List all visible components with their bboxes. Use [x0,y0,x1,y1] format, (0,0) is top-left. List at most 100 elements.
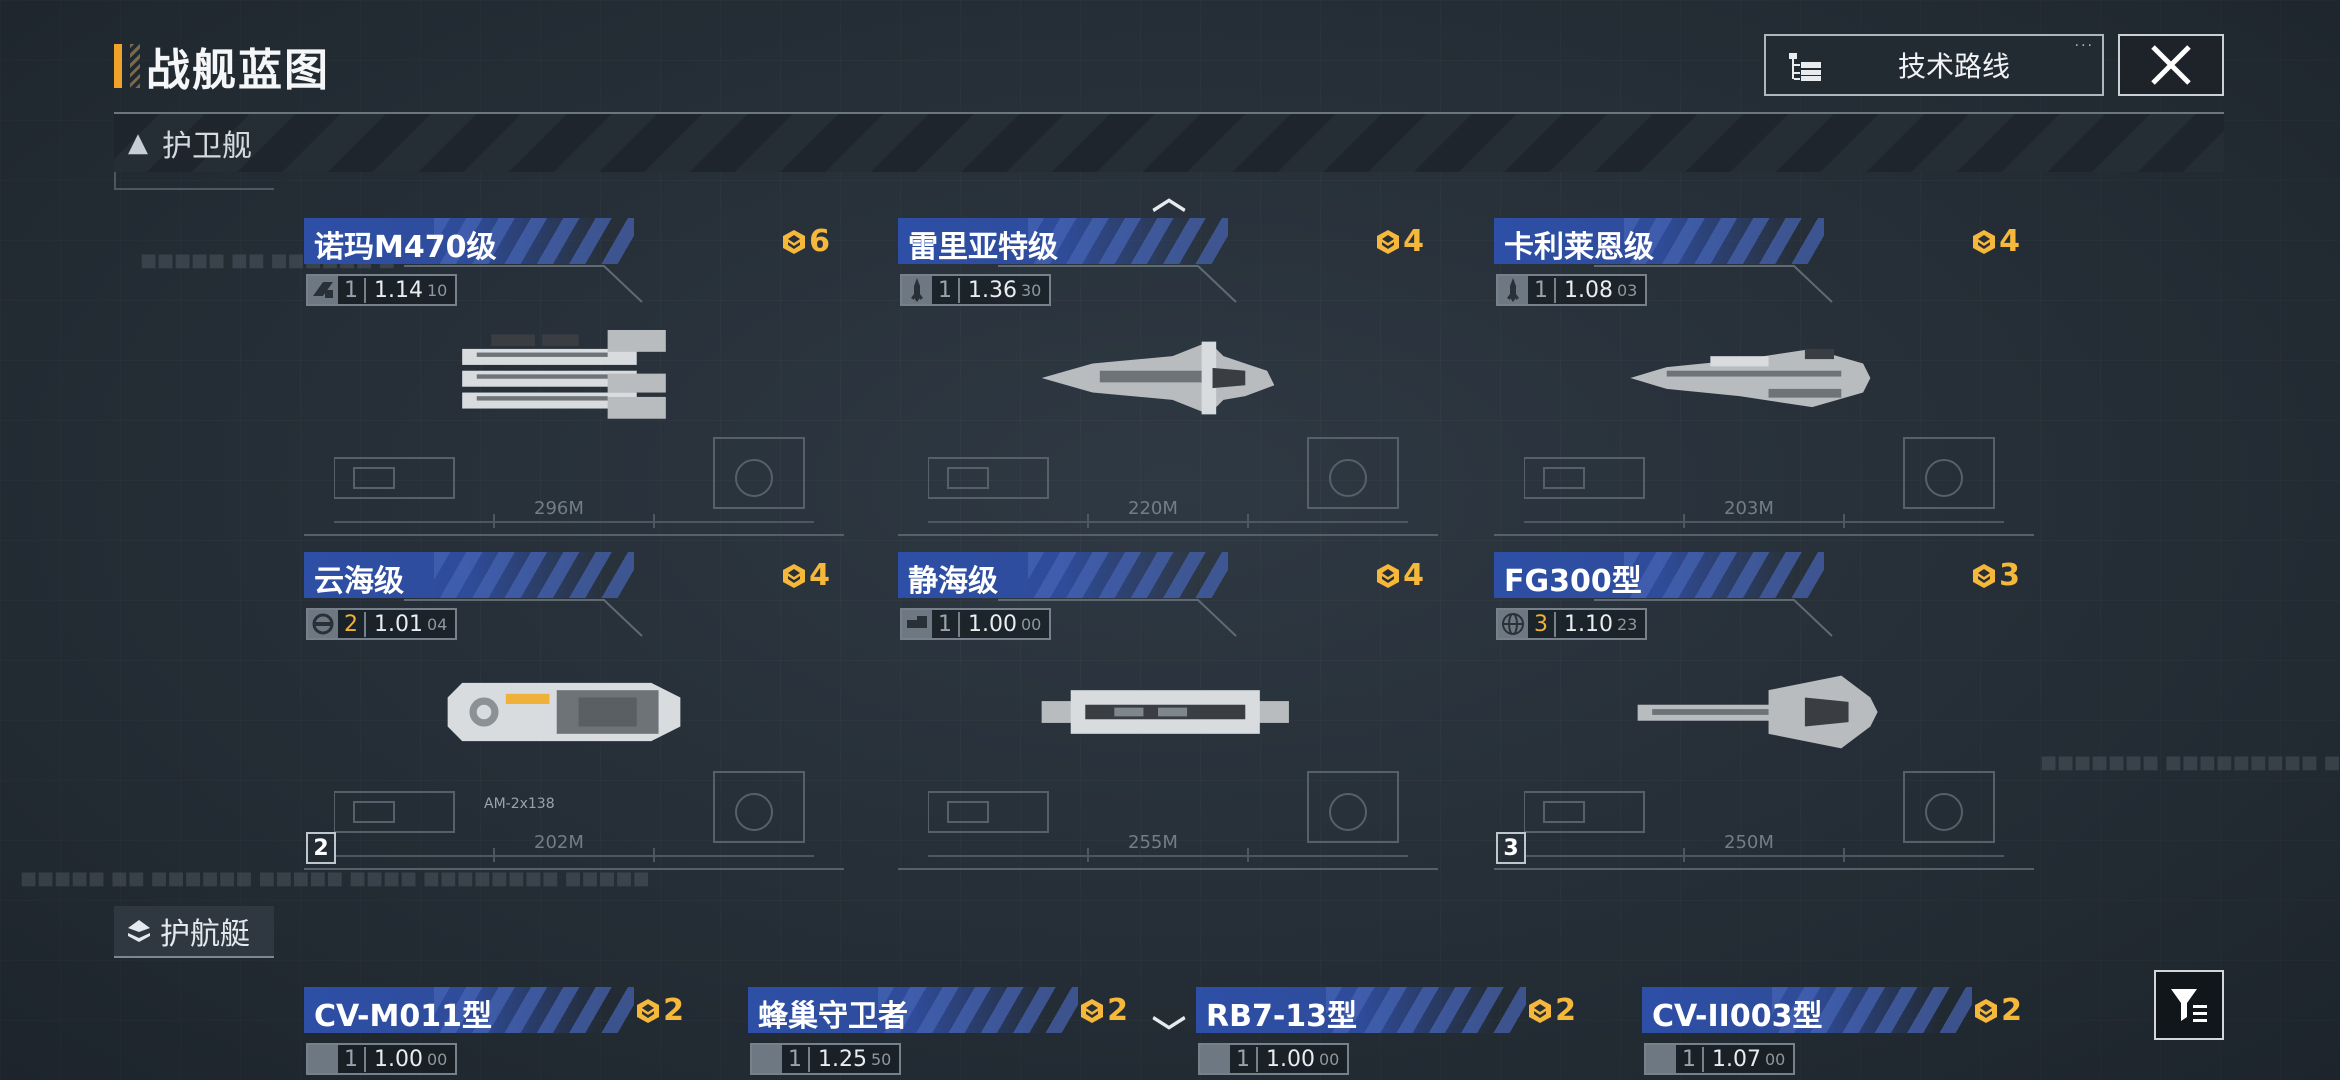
section-label: 护卫舰 [162,129,252,164]
cost-hex-icon [1975,998,1998,1023]
tech-route-label: 技术路线 [1897,50,2010,83]
ship-name-plate [1494,552,1824,598]
corner-dots: ··· [2074,38,2094,54]
ship-length: 255M [1128,832,1178,853]
stat-main: 1.25 [818,1046,867,1072]
cost-value: 2 [2001,993,2022,1028]
ship-card[interactable]: 诺玛M470级 6 1 1.14 10 296M [304,218,844,538]
section-tab-escort[interactable]: 护航艇 [114,906,274,958]
blueprint-lines [928,437,1408,528]
cost-hex-icon [637,998,660,1023]
stat-sub: 10 [426,280,448,300]
ship-tier: 1 [1676,1046,1704,1072]
cost-hex-icon [783,229,806,254]
filter-icon [2171,989,2207,1022]
weapon-callout: AM-2x138 [484,796,555,812]
ship-image [462,330,666,419]
ship-name-plate [1196,987,1526,1033]
ship-stats: 1 1.08 03 [1496,274,1648,306]
escort-class-icon [128,920,150,942]
ship-card[interactable]: 蜂巢守卫者 2 1 1.25 50 [748,987,1128,1080]
ship-type-icon [752,1045,782,1073]
stat-main: 1.10 [1564,611,1613,637]
stat-sub: 00 [1318,1049,1340,1069]
ship-name: RB7-13型 [1206,999,1358,1034]
title-accent [114,44,122,88]
ship-name-plate [1494,218,1824,264]
ship-cost: 4 [781,558,830,593]
ship-tier: 1 [1230,1046,1258,1072]
tech-route-button[interactable]: 技术路线 ··· [1764,34,2104,96]
stat-sub: 00 [1020,614,1042,634]
ship-name-plate [748,987,1078,1033]
ship-image [1630,348,1871,408]
scroll-up-chevron-icon[interactable]: ︿ [1152,178,1186,218]
ship-name-plate [304,218,634,264]
ship-name: 诺玛M470级 [314,230,497,265]
card-baseline [1494,534,2034,536]
leader-line [404,599,643,637]
ship-card[interactable]: CV-II003型 2 1 1.07 00 [1642,987,2022,1080]
ship-image [1041,690,1289,734]
ship-name: CV-II003型 [1652,999,1823,1034]
ship-stats: 1 1.25 50 [750,1043,902,1075]
ship-card[interactable]: 云海级 4 2 1.01 04 202M 2 AM-2x138 [304,552,844,872]
tech-tree-icon [1789,53,1821,81]
stat-main: 1.01 [374,611,423,637]
blueprint-lines [334,437,814,528]
ship-tier: 1 [932,611,960,637]
section-header-frigate[interactable]: ▲ 护卫舰 [114,112,2224,172]
background-decoration: ■■■■■ ■■ ■■■■■■ ■■■■■ ■■■■ ■■■■■■■■ ■■■■… [20,868,650,889]
leader-line [998,599,1237,637]
ship-name-plate [304,987,634,1033]
support-icon [308,610,338,638]
ship-stats: 1 1.00 00 [1198,1043,1350,1075]
cost-hex-icon [783,563,806,588]
ship-card[interactable]: RB7-13型 2 1 1.00 00 [1196,987,1576,1080]
filter-button[interactable] [2154,970,2224,1040]
ship-stats: 2 1.01 04 [306,608,458,640]
blueprint-lines [928,771,1408,862]
shield-icon [1498,610,1528,638]
cost-hex-icon [1377,229,1400,254]
ship-name: CV-M011型 [314,999,492,1034]
stat-sub: 00 [1764,1049,1786,1069]
cost-value: 4 [1403,224,1424,259]
cost-hex-icon [1529,998,1552,1023]
ship-cost: 4 [1375,558,1424,593]
stat-sub: 23 [1616,614,1638,634]
close-icon [2151,45,2191,85]
cost-hex-icon [1973,229,1996,254]
stat-sub: 50 [870,1049,892,1069]
ship-length: 296M [534,498,584,519]
title-accent-stripes [130,44,140,88]
scroll-down-chevron-icon[interactable]: ﹀ [1152,1014,1186,1054]
ship-tier: 1 [338,1046,366,1072]
ship-stats: 1 1.00 00 [900,608,1052,640]
ship-card[interactable]: 静海级 4 1 1.00 00 255M [898,552,1438,872]
ship-cost: 2 [1079,993,1128,1028]
ship-cost: 4 [1375,224,1424,259]
ship-card[interactable]: 卡利莱恩级 4 1 1.08 03 203M [1494,218,2034,538]
close-button[interactable] [2118,34,2224,96]
ship-tier: 1 [338,277,366,303]
ship-card[interactable]: CV-M011型 2 1 1.00 00 [304,987,684,1080]
ship-name: 静海级 [908,564,998,599]
missile-icon [1498,276,1528,304]
stat-main: 1.00 [968,611,1017,637]
ship-length: 202M [534,832,584,853]
ship-name: FG300型 [1504,564,1642,599]
cost-value: 4 [809,558,830,593]
stat-sub: 30 [1020,280,1042,300]
ship-card[interactable]: 雷里亚特级 4 1 1.36 30 220M [898,218,1438,538]
ship-name: 云海级 [314,564,404,599]
attack-icon [308,276,338,304]
ship-tier: 1 [782,1046,810,1072]
ship-stats: 1 1.36 30 [900,274,1052,306]
ship-name: 蜂巢守卫者 [758,999,908,1034]
ship-name: 雷里亚特级 [908,230,1058,265]
ship-cost: 2 [1527,993,1576,1028]
ship-name-plate [898,552,1228,598]
ship-length: 250M [1724,832,1774,853]
ship-card[interactable]: FG300型 3 3 1.10 23 250M 3 [1494,552,2034,872]
